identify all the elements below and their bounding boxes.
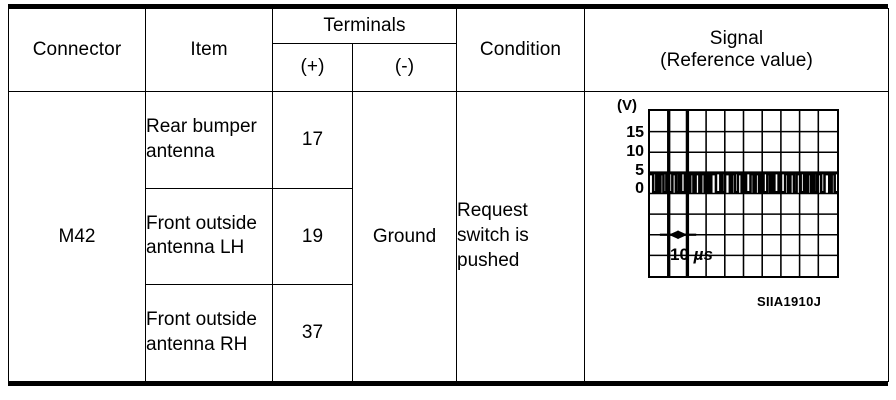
scope-grid-and-trace [650, 111, 838, 276]
header-signal-line1: Signal [709, 27, 764, 49]
scope-time-value: 10 [670, 245, 689, 264]
scope-voltage-unit-label: (V) [617, 97, 638, 114]
oscilloscope-figure: (V) 15 10 5 0 [617, 98, 865, 313]
header-row-top: Connector Item Terminals Condition Signa… [8, 8, 890, 92]
y-tick-15: 15 [626, 124, 645, 141]
scope-time-scale-label: 10 µs [670, 246, 713, 263]
table-row: Front outside antenna RH 37 [9, 284, 889, 382]
header-terminal-minus: (-) [351, 43, 458, 92]
table-row: M42 Rear bumper antenna 17 Ground Reques… [8, 91, 890, 382]
cell-item-front-outside-antenna-rh: Front outside antenna RH [145, 284, 273, 382]
cell-item-front-outside-antenna-lh: Front outside antenna LH [145, 187, 273, 286]
scope-signal-trace [650, 172, 838, 194]
header-terminal-plus: (+) [272, 43, 353, 92]
y-tick-0: 0 [635, 180, 645, 197]
terminal-specification-table: Connector Item Terminals Condition Signa… [8, 8, 890, 382]
table-row: Front outside antenna LH 19 [9, 187, 889, 286]
header-condition: Condition [456, 8, 586, 92]
cell-terminal-plus-37: 37 [272, 284, 353, 382]
y-tick-10: 10 [626, 143, 645, 160]
header-terminals: Terminals [271, 8, 458, 44]
scope-time-unit: µs [693, 245, 713, 264]
scope-time-measure-arrows [659, 230, 697, 240]
table-top-rule [8, 4, 888, 9]
header-item: Item [145, 8, 273, 92]
table-header: Connector Item Terminals Condition Signa… [8, 8, 890, 92]
header-signal: Signal (Reference value) [584, 8, 890, 92]
cell-item-rear-bumper-antenna: Rear bumper antenna [145, 91, 273, 189]
header-connector: Connector [8, 8, 146, 92]
y-tick-5: 5 [635, 162, 645, 179]
scope-grid-box [648, 109, 840, 278]
scope-figure-code: SIIA1910J [757, 294, 822, 309]
cell-connector-m42: M42 [8, 91, 146, 382]
cell-terminal-minus-ground: Ground [351, 91, 458, 382]
table-body: M42 Rear bumper antenna 17 Ground Reques… [8, 91, 890, 382]
cell-terminal-plus-19: 19 [272, 187, 353, 286]
header-signal-line2: (Reference value) [660, 50, 813, 71]
cell-signal-waveform: (V) 15 10 5 0 [584, 91, 890, 382]
cell-terminal-plus-17: 17 [272, 91, 353, 189]
cell-condition: Request switch is pushed [456, 91, 586, 382]
table-bottom-rule [8, 381, 888, 386]
